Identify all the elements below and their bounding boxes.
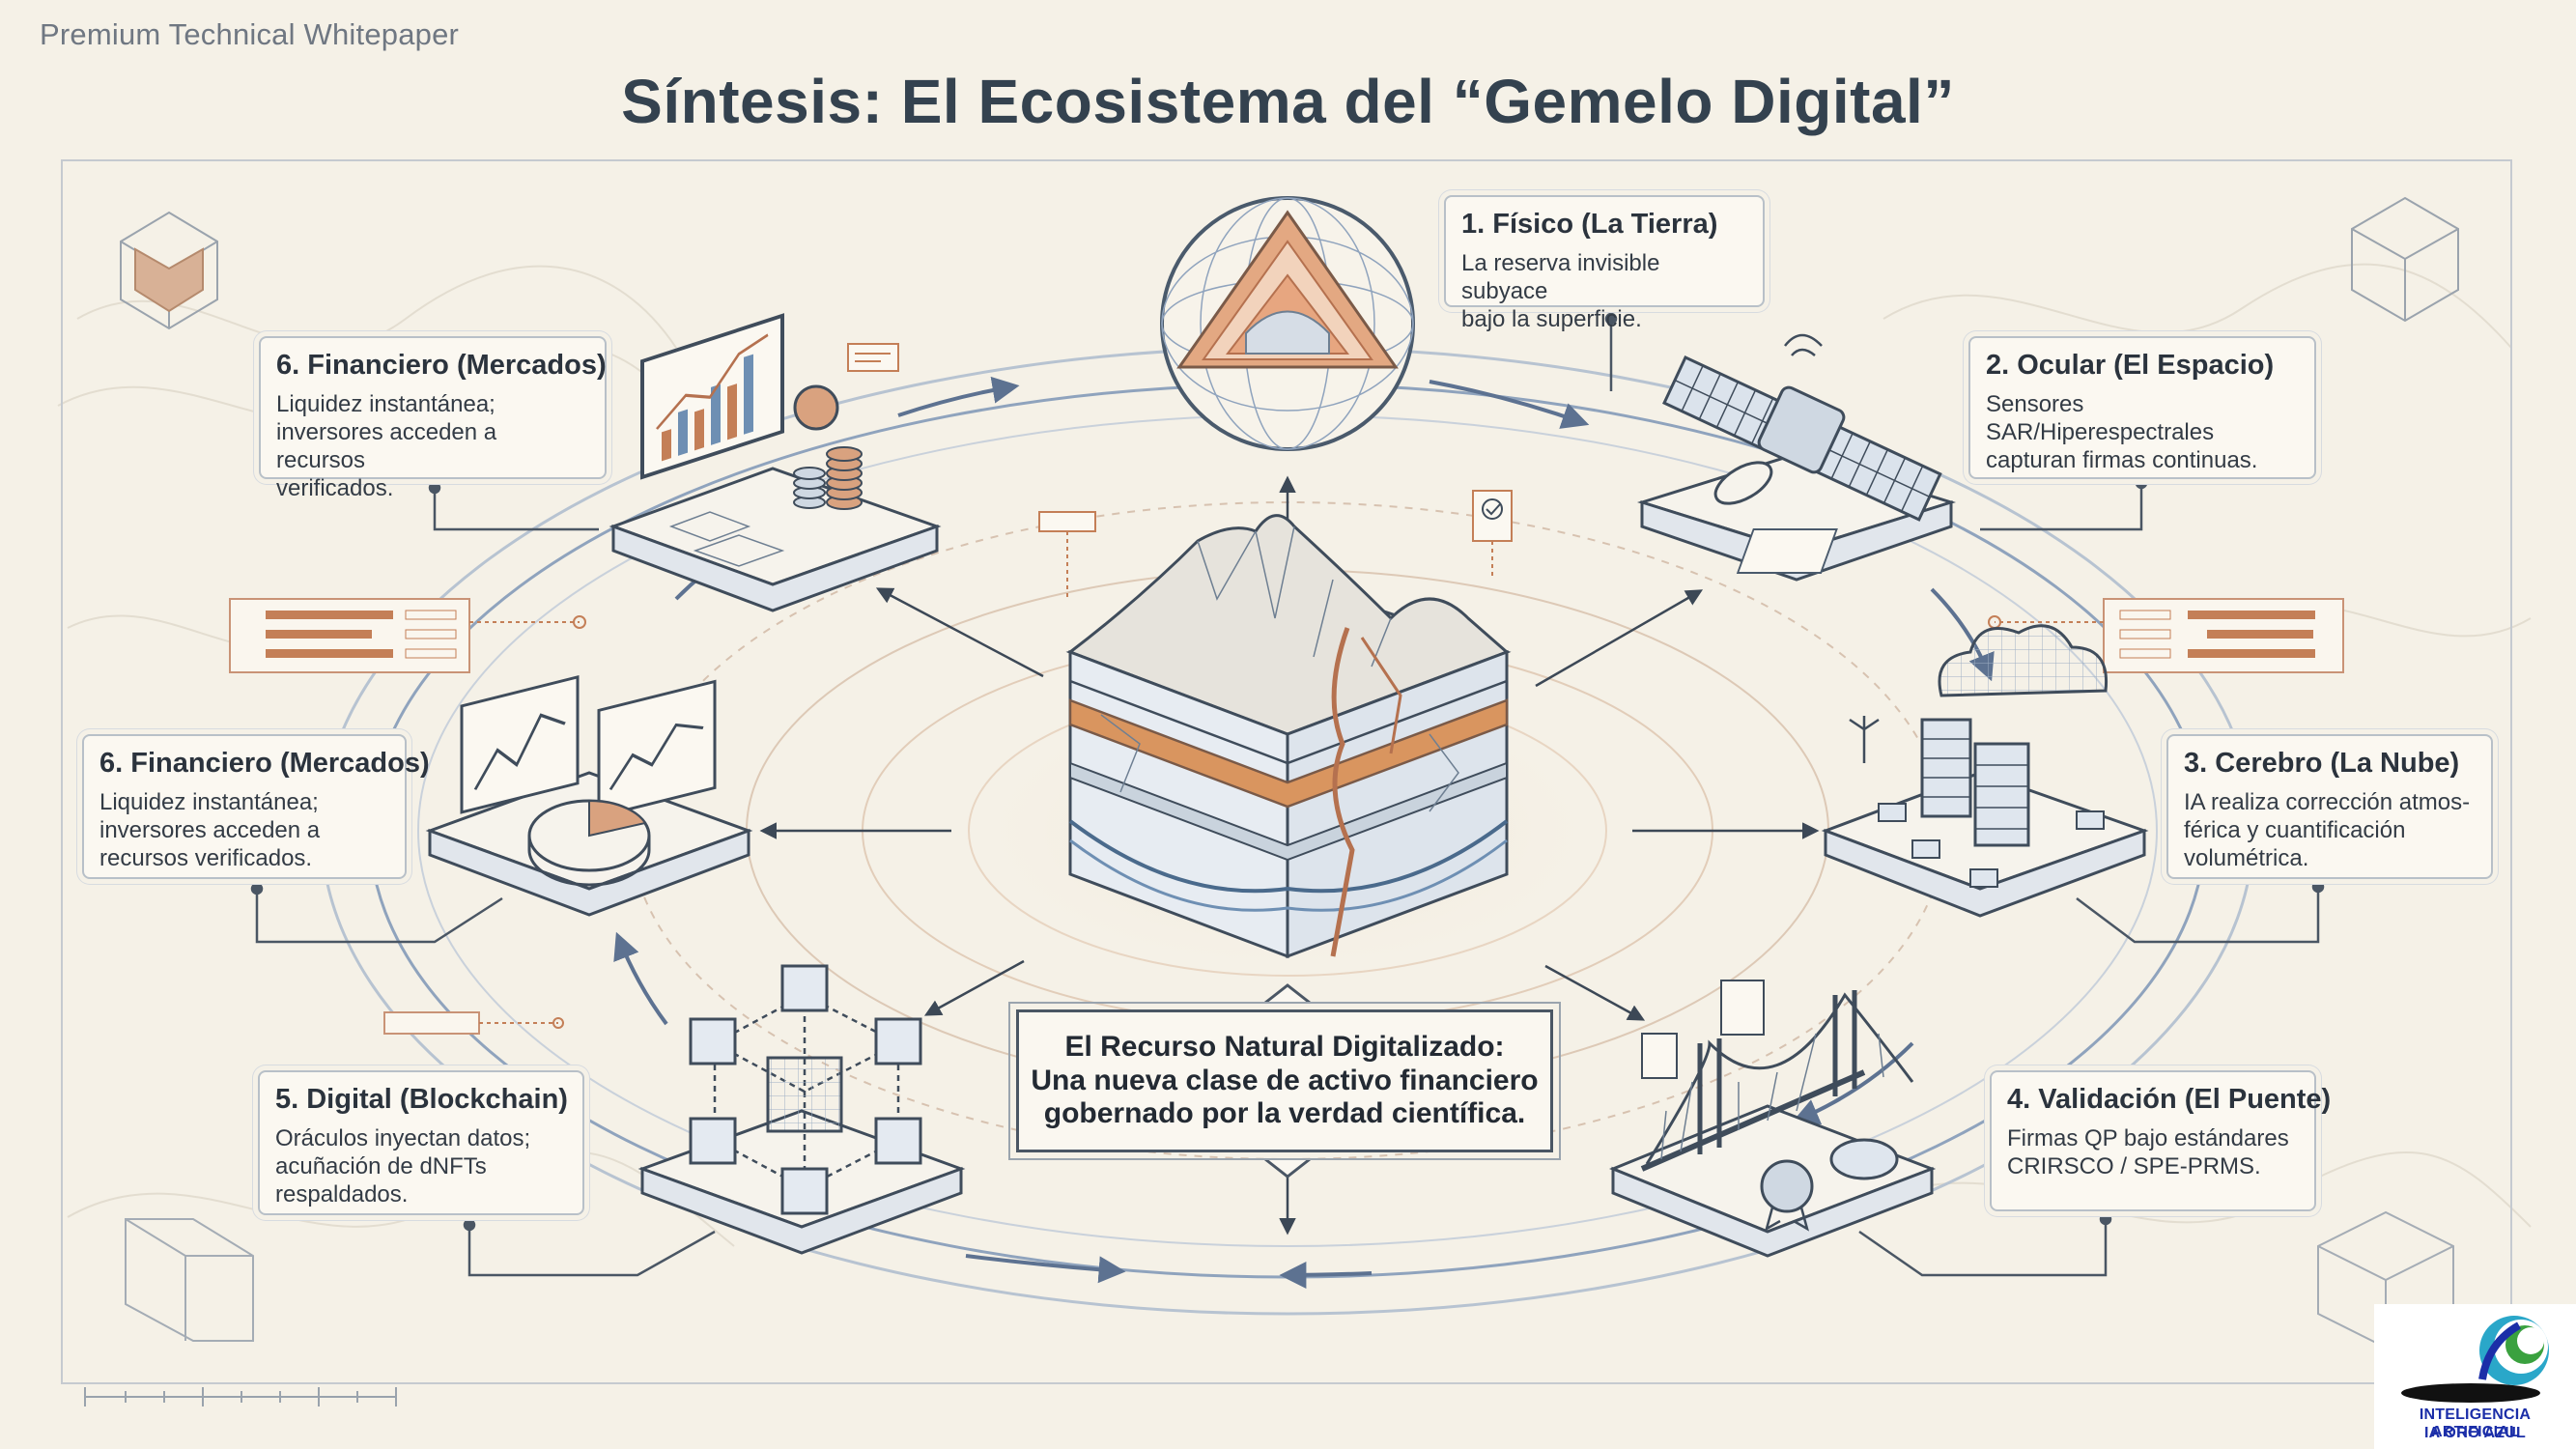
bridge-validation-node	[1609, 980, 1937, 1258]
node-card-fisico: 1. Físico (La Tierra) La reserva invisib…	[1444, 195, 1765, 332]
cube-ornament-top-right	[2351, 196, 2459, 323]
node-description: Liquidez instantánea; inversores acceden…	[99, 789, 321, 871]
logo-line-1: INTELIGENCIA ARTIFICIAL	[2419, 1406, 2532, 1440]
node-title: 1. Físico (La Tierra)	[1461, 209, 1718, 240]
satellite-space-node	[1636, 333, 1957, 582]
ruler-ticks	[84, 1387, 397, 1406]
node-title: 6. Financiero (Mercados)	[276, 350, 607, 381]
annotation-checklist-icon	[1472, 490, 1513, 580]
node-description: Sensores SAR/Hiperespectrales capturan f…	[1986, 391, 2258, 473]
node-title: 3. Cerebro (La Nube)	[2184, 748, 2460, 779]
document-tag: Premium Technical Whitepaper	[40, 17, 460, 51]
center-caption: El Recurso Natural Digitalizado: Una nue…	[1008, 1002, 1561, 1160]
cloud-servers-node	[1821, 624, 2149, 918]
card-leader-lines	[250, 312, 2325, 1277]
side-data-tag-small	[383, 1011, 564, 1035]
markets-analytics-node	[425, 675, 753, 917]
diagram-frame	[61, 159, 2512, 1384]
caption-notch	[1264, 983, 1311, 1179]
node-title: 6. Financiero (Mercados)	[99, 748, 430, 779]
globe-earth-node	[1160, 196, 1415, 451]
markets-trading-node	[609, 313, 942, 612]
node-description: Liquidez instantánea; inversores acceden…	[276, 391, 497, 501]
blockchain-node	[637, 964, 966, 1255]
logo-swirl-icon	[2401, 1316, 2549, 1403]
annotation-tag-icon	[1038, 511, 1096, 599]
node-card-digital: 5. Digital (Blockchain) Oráculos inyecta…	[258, 1070, 584, 1215]
center-caption-text: El Recurso Natural Digitalizado: Una nue…	[1031, 1031, 1539, 1130]
cube-ornament-top-left	[120, 211, 218, 330]
node-card-cerebro: 3. Cerebro (La Nube) IA realiza correcci…	[2166, 734, 2493, 879]
side-data-panel-right	[1988, 598, 2344, 673]
node-card-financiero-left: 6. Financiero (Mercados) Liquidez instan…	[82, 734, 430, 879]
node-title: 4. Validación (El Puente)	[2007, 1084, 2332, 1115]
node-card-validacion: 4. Validación (El Puente) Firmas QP bajo…	[1990, 1070, 2332, 1211]
side-data-panel-left	[229, 598, 586, 673]
node-title: 2. Ocular (El Espacio)	[1986, 350, 2275, 381]
node-description: IA realiza corrección atmos- férica y cu…	[2184, 789, 2471, 871]
cube-ornament-bottom-left	[125, 1218, 254, 1342]
terrain-cross-section	[1065, 514, 1512, 959]
node-description: La reserva invisible subyace bajo la sup…	[1461, 250, 1660, 332]
node-title: 5. Digital (Blockchain)	[275, 1084, 568, 1115]
node-card-financiero-top: 6. Financiero (Mercados) Liquidez instan…	[259, 336, 607, 501]
center-connectors	[759, 475, 1820, 1236]
node-description: Firmas QP bajo estándares CRIRSCO / SPE-…	[2007, 1125, 2289, 1180]
brand-logo: INTELIGENCIA ARTIFICIAL IA ORO AZUL	[2374, 1304, 2576, 1449]
node-description: Oráculos inyectan datos; acuñación de dN…	[275, 1125, 531, 1208]
logo-line-2: IA ORO AZUL	[2423, 1425, 2526, 1441]
page-title: Síntesis: El Ecosistema del “Gemelo Digi…	[621, 67, 1955, 136]
node-card-ocular: 2. Ocular (El Espacio) Sensores SAR/Hipe…	[1968, 336, 2316, 479]
